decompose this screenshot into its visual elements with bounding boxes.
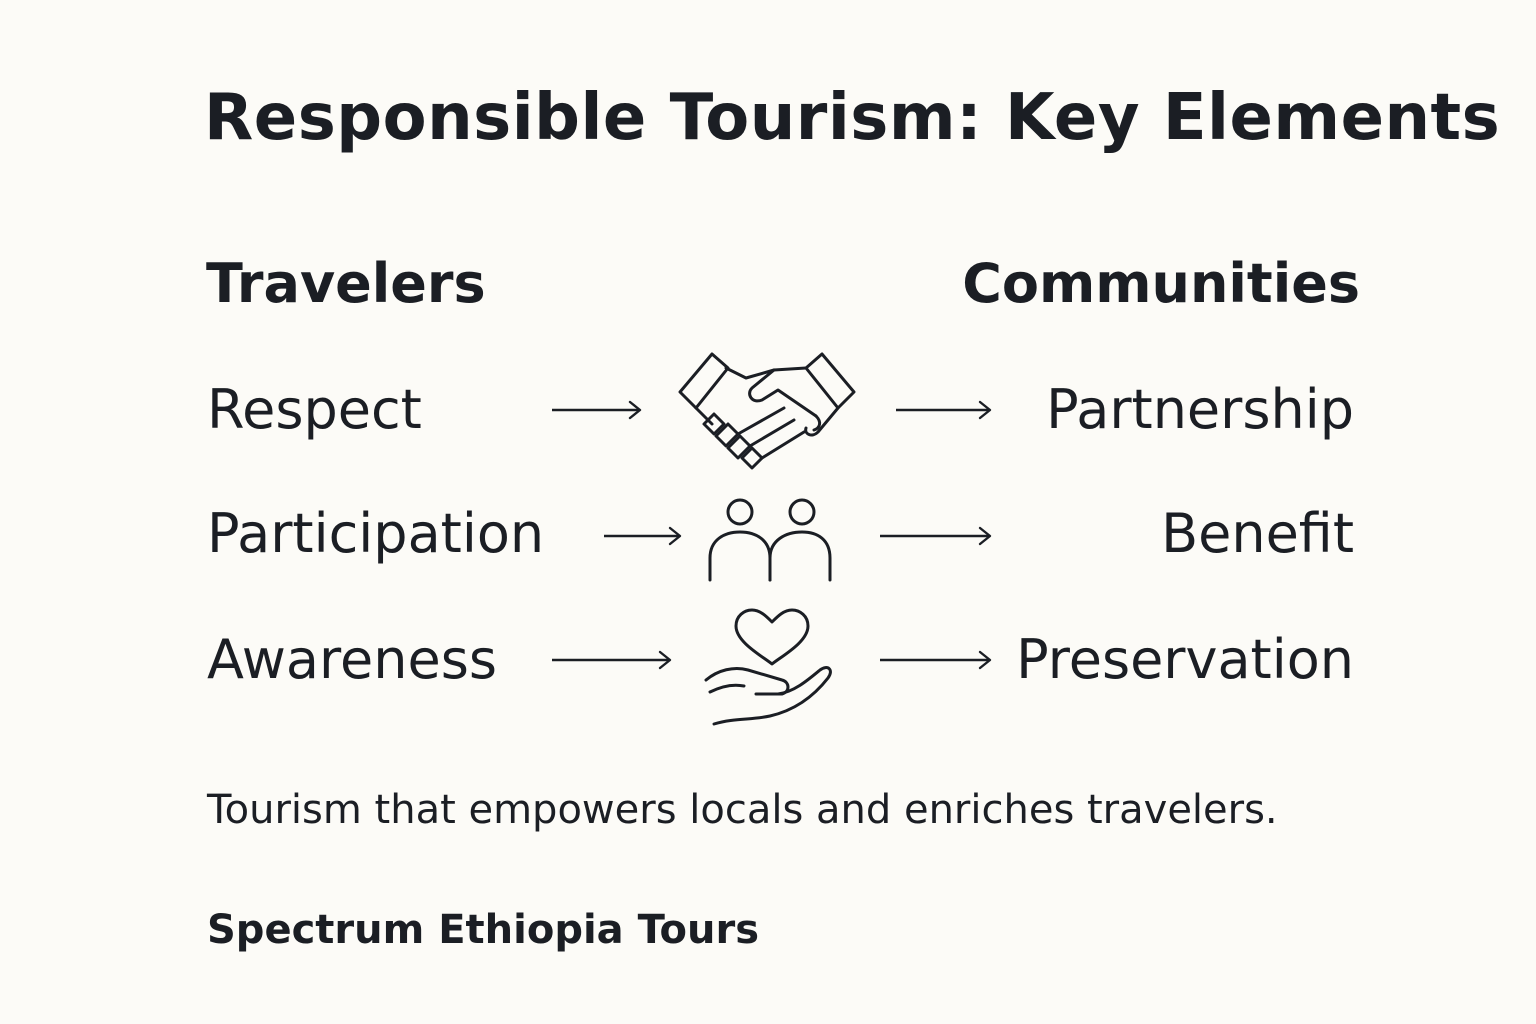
handshake-icon [676,350,858,472]
brand-name: Spectrum Ethiopia Tours [207,907,760,953]
communities-header: Communities [962,252,1360,315]
heart-in-hand-icon [704,608,834,726]
arrow-right-icon [552,648,674,672]
arrow-right-icon [880,648,994,672]
community-term-benefit: Benefit [1161,502,1354,565]
community-term-preservation: Preservation [1016,628,1354,691]
two-people-icon [706,496,834,582]
traveler-term-respect: Respect [207,378,422,441]
tagline: Tourism that empowers locals and enriche… [207,787,1278,833]
community-term-partnership: Partnership [1046,378,1354,441]
traveler-term-participation: Participation [207,502,545,565]
travelers-header: Travelers [206,252,486,315]
arrow-right-icon [604,524,684,548]
page-title: Responsible Tourism: Key Elements [204,81,1501,155]
traveler-term-awareness: Awareness [207,628,497,691]
arrow-right-icon [880,524,994,548]
arrow-right-icon [552,398,644,422]
arrow-right-icon [896,398,994,422]
